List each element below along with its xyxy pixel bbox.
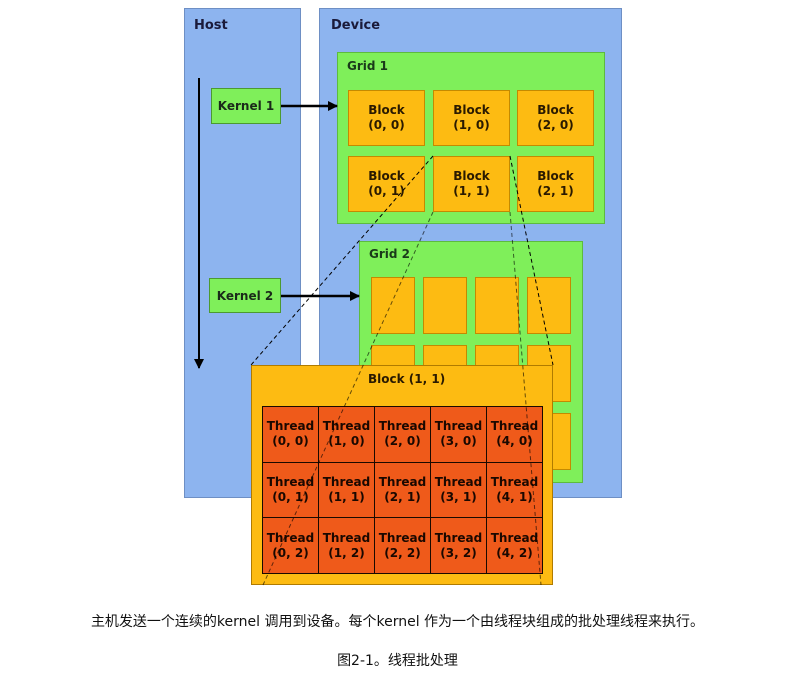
thread-cell: Thread(0, 2) xyxy=(263,518,318,573)
zoom-block: Block (1, 1) Thread(0, 0) Thread(1, 0) T… xyxy=(251,365,553,585)
thread-cell: Thread(3, 1) xyxy=(431,462,486,518)
zoom-block-title: Block (1, 1) xyxy=(368,372,446,386)
grid-1-block: Block (0, 0) xyxy=(348,90,425,146)
thread-cell: Thread(1, 2) xyxy=(319,518,374,573)
block-index: (1, 0) xyxy=(453,118,490,132)
thread-cell: Thread(3, 2) xyxy=(431,518,486,573)
caption-text: 主机发送一个连续的kernel 调用到设备。每个kernel 作为一个由线程块组… xyxy=(90,614,705,630)
grid-1-block: Block (1, 0) xyxy=(433,90,510,146)
block-label: Block xyxy=(368,103,405,117)
thread-cell: Thread(4, 1) xyxy=(487,462,542,518)
block-label: Block xyxy=(453,103,490,117)
thread-cell: Thread(1, 1) xyxy=(319,462,374,518)
grid-1-block: Block (1, 1) xyxy=(433,156,510,212)
block-label: Block xyxy=(537,103,574,117)
thread-cell: Thread(0, 1) xyxy=(263,462,318,518)
grid-1-title: Grid 1 xyxy=(347,59,388,73)
block-label: Block xyxy=(453,169,490,183)
thread-cell: Thread(4, 2) xyxy=(487,518,542,573)
thread-cell: Thread(0, 0) xyxy=(263,407,318,462)
thread-cell: Thread(2, 0) xyxy=(375,407,430,462)
device-title: Device xyxy=(331,18,381,33)
thread-cell: Thread(4, 0) xyxy=(487,407,542,462)
figure-caption: 图2-1。线程批处理 xyxy=(337,653,458,669)
thread-cell: Thread(1, 0) xyxy=(319,407,374,462)
kernel-1: Kernel 1 xyxy=(211,88,281,124)
block-index: (1, 1) xyxy=(453,184,490,198)
thread-grid: Thread(0, 0) Thread(1, 0) Thread(2, 0) T… xyxy=(262,406,543,574)
thread-cell: Thread(2, 1) xyxy=(375,462,430,518)
grid-1-block: Block (2, 0) xyxy=(517,90,594,146)
host-title: Host xyxy=(194,18,228,33)
thread-cell: Thread(3, 0) xyxy=(431,407,486,462)
block-index: (0, 0) xyxy=(368,118,405,132)
block-index: (2, 0) xyxy=(537,118,574,132)
thread-cell: Thread(2, 2) xyxy=(375,518,430,573)
